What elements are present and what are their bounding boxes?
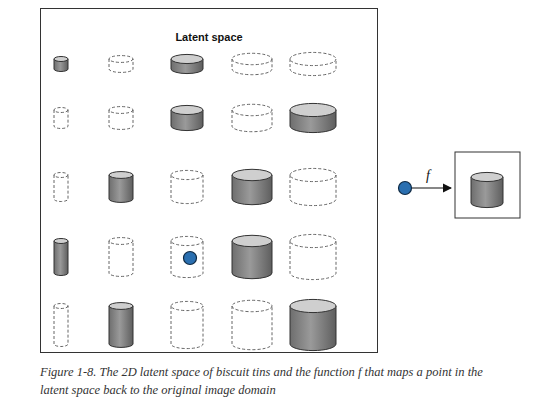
empty-tin xyxy=(232,300,272,349)
empty-tin xyxy=(54,173,68,202)
tin-lid xyxy=(171,105,203,114)
biscuit-tin xyxy=(232,169,272,204)
tin-lid xyxy=(232,169,272,180)
biscuit-tin xyxy=(54,57,68,72)
tin-lid-outline xyxy=(290,168,336,181)
tin-lid-outline xyxy=(54,304,68,309)
tin-outline xyxy=(109,241,133,276)
output-frame xyxy=(455,152,520,218)
tin-lid xyxy=(471,172,503,181)
empty-tin xyxy=(290,168,336,205)
biscuit-tin xyxy=(54,239,68,276)
tin-outline xyxy=(232,306,272,350)
empty-tin xyxy=(232,104,272,131)
tin-lid xyxy=(54,239,68,244)
tin-outline xyxy=(232,59,272,75)
tin-lid-outline xyxy=(171,301,203,310)
tin-outline xyxy=(54,175,68,202)
tin-lid xyxy=(109,172,133,179)
tin-lid-outline xyxy=(232,53,272,64)
tin-outline xyxy=(171,306,203,349)
mapping-arrow xyxy=(412,187,451,188)
biscuit-tin xyxy=(290,299,336,350)
tin-lid-outline xyxy=(54,108,68,113)
latent-space-frame: Latent space xyxy=(40,8,378,353)
tin-body xyxy=(109,306,133,347)
tin-lid xyxy=(290,299,336,312)
tin-lid-outline xyxy=(232,300,272,311)
empty-tin xyxy=(290,52,336,75)
frame-title: Latent space xyxy=(41,31,377,43)
figure-caption: Figure 1-8. The 2D latent space of biscu… xyxy=(40,363,510,399)
tin-lid-outline xyxy=(171,236,203,245)
tin-outline xyxy=(290,59,336,76)
biscuit-tin xyxy=(171,105,203,130)
empty-tin xyxy=(290,234,336,279)
function-label: f xyxy=(426,168,430,184)
tin-lid-outline xyxy=(109,56,133,63)
tin-lid-outline xyxy=(290,52,336,65)
empty-tin xyxy=(109,107,133,130)
tin-lid xyxy=(54,57,68,62)
empty-tin xyxy=(109,238,133,277)
tin-outline xyxy=(232,110,272,132)
tin-lid-outline xyxy=(171,170,203,179)
biscuit-tin xyxy=(171,54,203,73)
empty-tin xyxy=(232,53,272,74)
tin-lid xyxy=(171,54,203,63)
tin-lid-outline xyxy=(109,238,133,245)
latent-point xyxy=(184,252,197,265)
empty-tin xyxy=(54,304,68,347)
latent-point xyxy=(399,182,412,195)
tin-lid-outline xyxy=(54,173,68,178)
biscuit-tin xyxy=(471,172,503,207)
biscuit-tin xyxy=(232,235,272,278)
tin-outline xyxy=(290,241,336,280)
tin-lid-outline xyxy=(109,107,133,114)
biscuit-tin xyxy=(109,172,133,203)
empty-tin xyxy=(171,301,203,348)
tin-body xyxy=(54,241,68,276)
tin-outline xyxy=(54,306,68,347)
tin-body xyxy=(109,175,133,202)
tin-lid-outline xyxy=(232,104,272,115)
tin-outline xyxy=(171,241,203,278)
tin-lid-outline xyxy=(290,234,336,247)
biscuit-tin xyxy=(290,103,336,132)
tin-lid xyxy=(232,235,272,246)
empty-tin xyxy=(171,170,203,203)
biscuit-tin xyxy=(109,303,133,348)
tin-lid xyxy=(109,303,133,310)
empty-tin xyxy=(171,236,203,277)
empty-tin xyxy=(109,56,133,73)
empty-tin xyxy=(54,108,68,129)
tin-lid xyxy=(290,103,336,116)
